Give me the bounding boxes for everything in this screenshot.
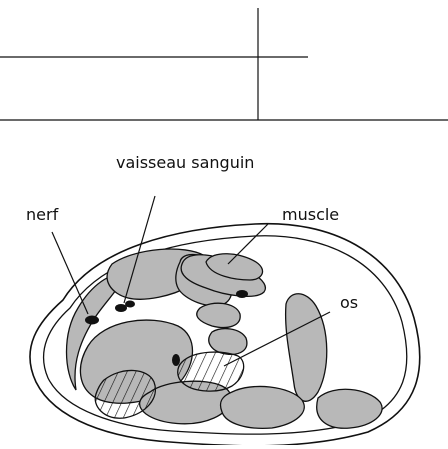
vessel-oval-1 [115,304,127,312]
vessel-oval-2 [125,301,135,308]
vessel-oval-4 [172,354,180,366]
vessel-oval-3 [236,290,248,298]
muscle-bottom-right [220,386,304,428]
label-muscle: muscle [282,205,339,224]
label-nerve: nerf [26,205,59,224]
label-vessel: vaisseau sanguin [116,153,254,172]
nerve-oval [85,316,99,325]
bone-right [178,352,244,391]
label-bone: os [340,293,358,312]
muscle-center-small [209,329,247,355]
